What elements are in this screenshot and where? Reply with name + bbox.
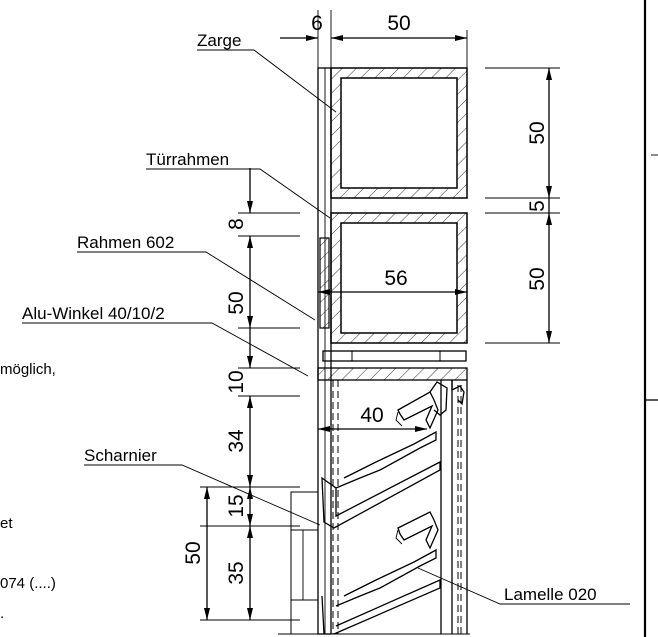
- zarge-upper-tube: [330, 67, 468, 199]
- dim-56: 56: [384, 267, 407, 290]
- dim-5: 5: [526, 200, 549, 212]
- label-tuerrahmen: Türrahmen: [146, 150, 229, 169]
- dim-50-top: 50: [387, 12, 410, 35]
- dim-6: 6: [311, 12, 323, 35]
- dim-34: 34: [225, 429, 248, 453]
- dim-15: 15: [225, 494, 248, 517]
- lamella-lower: [321, 511, 441, 635]
- zarge-lower-tube: [330, 212, 468, 344]
- frame-border: [643, 0, 658, 637]
- label-lamelle: Lamelle 020: [504, 585, 597, 604]
- dim-lines: [200, 10, 560, 621]
- label-scharnier: Scharnier: [84, 446, 157, 465]
- scharnier-hinge: [290, 491, 319, 635]
- dim-10: 10: [225, 370, 248, 393]
- lamella-housing: [429, 380, 468, 634]
- label-zarge: Zarge: [197, 31, 241, 50]
- dim-40: 40: [360, 404, 383, 427]
- rahmen-602-profile: [319, 237, 330, 329]
- leader-lines: [22, 49, 630, 605]
- side-text-2: et: [0, 515, 13, 532]
- hidden-lines: [332, 380, 339, 634]
- dim-8: 8: [225, 218, 248, 230]
- label-alu-winkel: Alu-Winkel 40/10/2: [22, 304, 165, 323]
- dim-50-left: 50: [225, 291, 248, 314]
- side-text-1: möglich,: [0, 361, 56, 378]
- label-rahmen-602: Rahmen 602: [77, 233, 174, 252]
- dim-50-far-left: 50: [182, 541, 205, 564]
- dim-50-right-lower: 50: [526, 267, 549, 290]
- side-text-3: 074 (....): [0, 575, 56, 592]
- alu-winkel: [317, 350, 468, 381]
- dim-50-right-upper: 50: [526, 121, 549, 144]
- lamella-upper: [321, 391, 441, 529]
- dim-35: 35: [225, 561, 248, 584]
- side-text-4: .: [0, 605, 4, 622]
